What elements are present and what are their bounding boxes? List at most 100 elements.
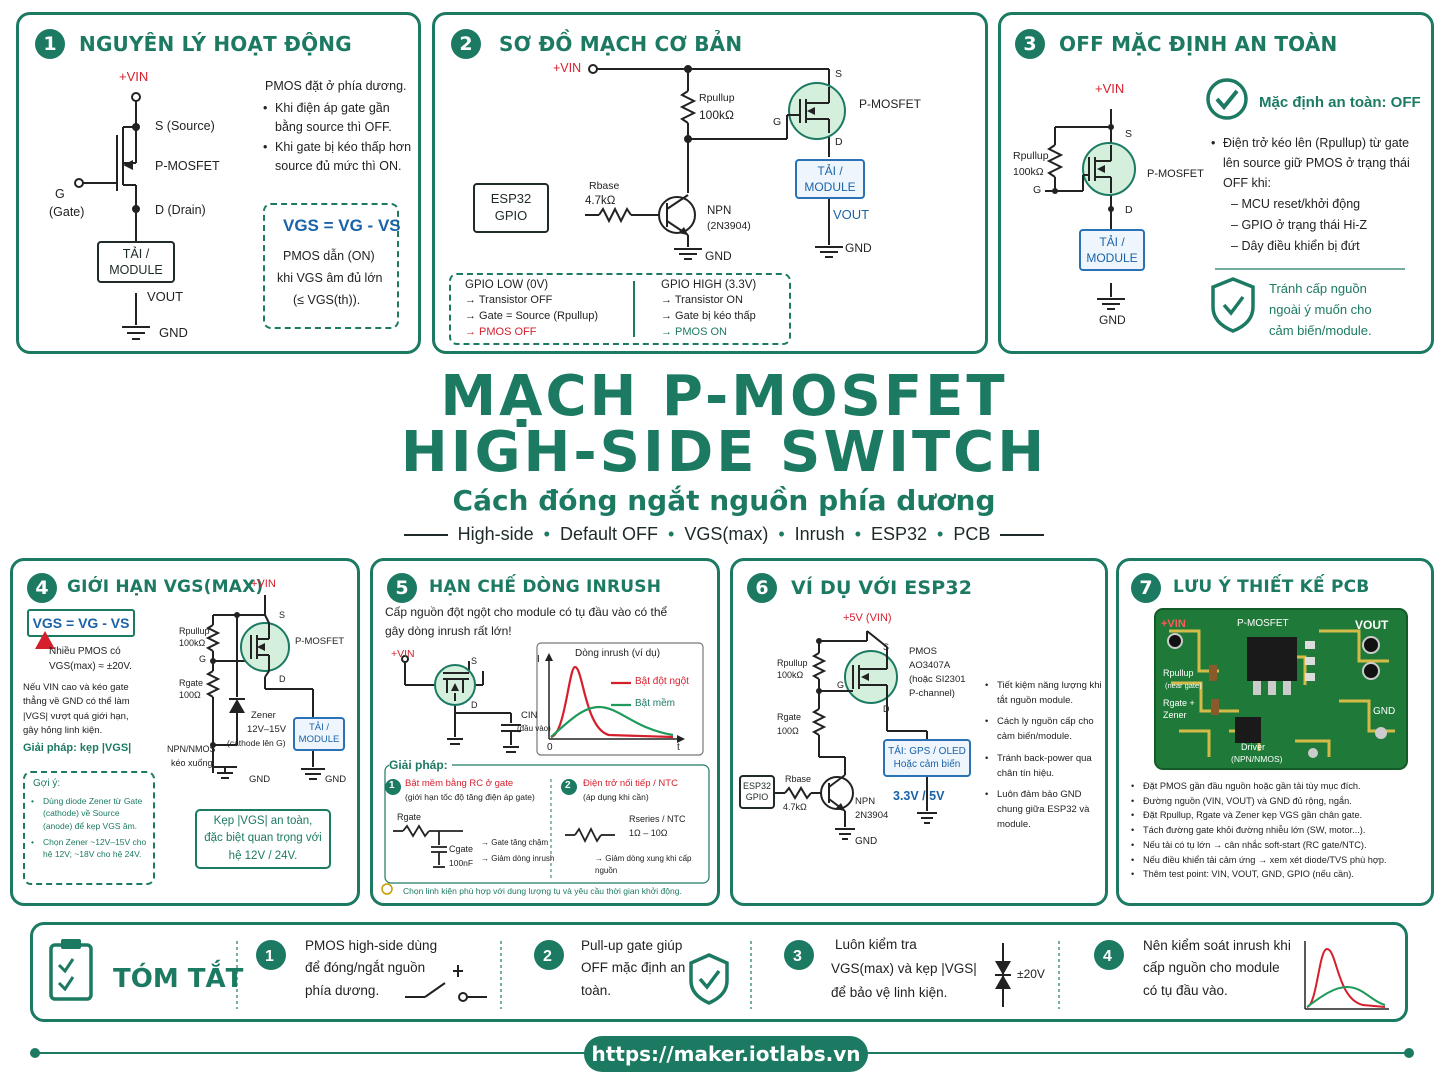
safe-default-title: Mặc định an toàn: OFF bbox=[1259, 94, 1421, 111]
source-pin-label: S bbox=[883, 642, 890, 652]
default-off-schematic bbox=[1045, 78, 1405, 333]
gate-sub-label: (Gate) bbox=[49, 205, 85, 219]
sol-2-sub: (áp dụng khi cần) bbox=[583, 792, 649, 802]
safe-note: Tránh cấp nguồn ngoài ý muốn cho cảm biế… bbox=[1269, 281, 1372, 338]
cin-label: CIN bbox=[521, 710, 538, 721]
npn-part: (2N3904) bbox=[707, 220, 751, 232]
safe-sub-1-text: MCU reset/khởi động bbox=[1241, 197, 1361, 211]
load-box: TẢI / MODULE bbox=[293, 717, 345, 751]
safe-sub-2-text: GPIO ở trạng thái Hi-Z bbox=[1241, 218, 1368, 232]
inrush-desc: Cấp nguồn đột ngột cho module có tụ đầu … bbox=[385, 605, 668, 638]
esp32-gpio-box: ESP32 GPIO bbox=[473, 183, 549, 233]
vin-label: +VIN bbox=[553, 61, 582, 75]
panel-number: 5 bbox=[387, 573, 417, 603]
summary-icons bbox=[49, 939, 1389, 1010]
tag-sep: • bbox=[778, 524, 785, 544]
vout-label: VOUT bbox=[147, 289, 184, 304]
pcb-vin-label: +VIN bbox=[1161, 618, 1186, 630]
rc-note-1: → Gate tăng chậm bbox=[481, 838, 549, 847]
summary-vgs-value: ±20V bbox=[1017, 967, 1045, 981]
tag-line: High-side• Default OFF• VGS(max)• Inrush… bbox=[400, 524, 1048, 545]
sol-1-sub: (giới hạn tốc độ tăng điện áp gate) bbox=[405, 792, 535, 802]
panel-number: 4 bbox=[27, 573, 57, 603]
vin-label: +5V (VIN) bbox=[843, 612, 892, 624]
drain-pin-label: D bbox=[835, 136, 843, 148]
panel-default-off: 3 OFF MẶC ĐỊNH AN TOÀN bbox=[998, 12, 1434, 354]
esp32-benefit-1: Tiết kiệm năng lượng khi tắt nguồn modul… bbox=[985, 679, 1103, 708]
panel-title: HẠN CHẾ DÒNG INRUSH bbox=[429, 577, 662, 597]
rgate-label: Rgate bbox=[179, 678, 204, 688]
panel-inrush: 5 HẠN CHẾ DÒNG INRUSH Cấp nguồn đột ngột… bbox=[370, 558, 720, 906]
principle-bullet-1: Khi điện áp gate gần bằng source thì OFF… bbox=[263, 99, 413, 138]
panel-number: 3 bbox=[1015, 29, 1045, 59]
summary-num-4: 4 bbox=[1103, 948, 1112, 965]
panel-title: SƠ ĐỒ MẠCH CƠ BẢN bbox=[499, 32, 743, 56]
footer-dot-right bbox=[1404, 1048, 1414, 1058]
safe-sub-3-text: Dây điều khiển bị đứt bbox=[1241, 239, 1360, 253]
vgs-desc: Nếu VIN cao và kéo gate thẳng về GND có … bbox=[23, 682, 130, 736]
panel-principle: 1 NGUYÊN LÝ HOẠT ĐỘNG +VIN S (Source) P-… bbox=[16, 12, 421, 354]
esp32-benefit-4: Luôn đảm bảo GND chung giữa ESP32 và mod… bbox=[985, 788, 1103, 832]
main-subtitle: Cách đóng ngắt nguồn phía dương bbox=[452, 484, 996, 517]
rgate-value: 100Ω bbox=[179, 690, 201, 700]
panel-basic-circuit: 2 SƠ ĐỒ MẠCH CƠ BẢN bbox=[432, 12, 988, 354]
sol-2-num: 2 bbox=[565, 780, 571, 791]
rbase-value: 4.7kΩ bbox=[585, 195, 616, 207]
panel-number: 6 bbox=[747, 573, 777, 603]
gnd-label: GND bbox=[855, 836, 878, 847]
source-label: S (Source) bbox=[155, 119, 215, 133]
gpio-high-1: → Transistor ON bbox=[661, 294, 743, 306]
gpio-divider bbox=[633, 281, 635, 337]
gpio-low-title: GPIO LOW (0V) bbox=[465, 279, 549, 291]
drain-pin-label: D bbox=[471, 700, 478, 710]
chart-origin-label: 0 bbox=[547, 742, 553, 753]
pcb-bullet-7: Thêm test point: VIN, VOUT, GND, GPIO (n… bbox=[1131, 867, 1427, 882]
esp32-benefit-3: Tránh back-power qua chân tín hiệu. bbox=[985, 752, 1103, 781]
load-box: TẢI / MODULE bbox=[795, 159, 865, 199]
summary-item-2: Pull-up gate giúp OFF mặc định an toàn. bbox=[581, 938, 686, 998]
tip-list: Dùng diode Zener từ Gate (cathode) về So… bbox=[31, 795, 149, 861]
gnd-label-left: GND bbox=[249, 774, 271, 785]
summary-num-2: 2 bbox=[543, 948, 552, 965]
vgs-solution: Giải pháp: kẹp |VGS| bbox=[23, 742, 132, 754]
rpullup-label: Rpullup bbox=[699, 92, 735, 104]
tag-esp32: ESP32 bbox=[871, 524, 928, 544]
gpio-high-2: → Gate bị kéo thấp bbox=[661, 310, 756, 322]
footer-rule-left bbox=[34, 1052, 588, 1054]
panel-number: 1 bbox=[35, 29, 65, 59]
esp32-gpio-box: ESP32 GPIO bbox=[739, 775, 775, 809]
tip-item-1: Dùng diode Zener từ Gate (cathode) về So… bbox=[31, 795, 149, 832]
gpio-state-box: GPIO LOW (0V) → Transistor OFF → Gate = … bbox=[449, 273, 791, 345]
sol-2-title: Điện trở nối tiếp / NTC bbox=[583, 778, 678, 789]
panel-vgs-max: 4 GIỚI HẠN VGS(MAX) VGS = VG - VS bbox=[10, 558, 360, 906]
vgs-cond-2: khi VGS âm đủ lớn bbox=[277, 271, 383, 285]
principle-desc: PMOS đặt ở phía dương. bbox=[265, 79, 407, 93]
load-box: TẢI: GPS / OLED Hoặc cảm biến bbox=[883, 739, 971, 777]
safe-bullet-main: Điện trở kéo lên (Rpullup) từ gate lên s… bbox=[1211, 133, 1411, 193]
gpio-low-1: → Transistor OFF bbox=[465, 294, 553, 306]
gate-pin-label: G bbox=[1033, 184, 1042, 196]
rpullup-value: 100kΩ bbox=[179, 638, 206, 648]
panel-title: OFF MẶC ĐỊNH AN TOÀN bbox=[1059, 32, 1338, 56]
vin-label: +VIN bbox=[1095, 81, 1125, 96]
clamp-note-box: Kẹp |VGS| an toàn, đặc biệt quan trọng v… bbox=[195, 809, 331, 869]
footer-url-pill[interactable]: https://maker.iotlabs.vn bbox=[584, 1036, 868, 1072]
tag-sep: • bbox=[937, 524, 944, 544]
safe-sub-1: – MCU reset/khởi động bbox=[1231, 197, 1361, 211]
gpio-low-3: → PMOS OFF bbox=[465, 326, 537, 338]
pcb-driver-sub: (NPN/NMOS) bbox=[1231, 754, 1283, 764]
esp32-benefits: Tiết kiệm năng lượng khi tắt nguồn modul… bbox=[985, 679, 1103, 832]
pcb-rpullup-note: (near gate) bbox=[1165, 681, 1202, 690]
tag-vgs-max: VGS(max) bbox=[684, 524, 769, 544]
pcb-bullet-5: Nếu tải có tụ lớn → cân nhắc soft-start … bbox=[1131, 838, 1427, 853]
main-title-2: HIGH-SIDE SWITCH bbox=[400, 420, 1048, 485]
gate-label: G bbox=[55, 187, 65, 201]
principle-bullets: Khi điện áp gate gần bằng source thì OFF… bbox=[263, 99, 413, 177]
footer-url[interactable]: https://maker.iotlabs.vn bbox=[591, 1042, 861, 1066]
npn-label: NPN bbox=[707, 205, 732, 217]
tag-rule-left bbox=[403, 533, 448, 536]
pmos-label: P-MOSFET bbox=[155, 159, 220, 173]
panel-title: GIỚI HẠN VGS(MAX) bbox=[67, 577, 264, 597]
pmos-label: P-MOSFET bbox=[859, 97, 921, 111]
rseries-label: Rseries / NTC bbox=[629, 814, 686, 824]
